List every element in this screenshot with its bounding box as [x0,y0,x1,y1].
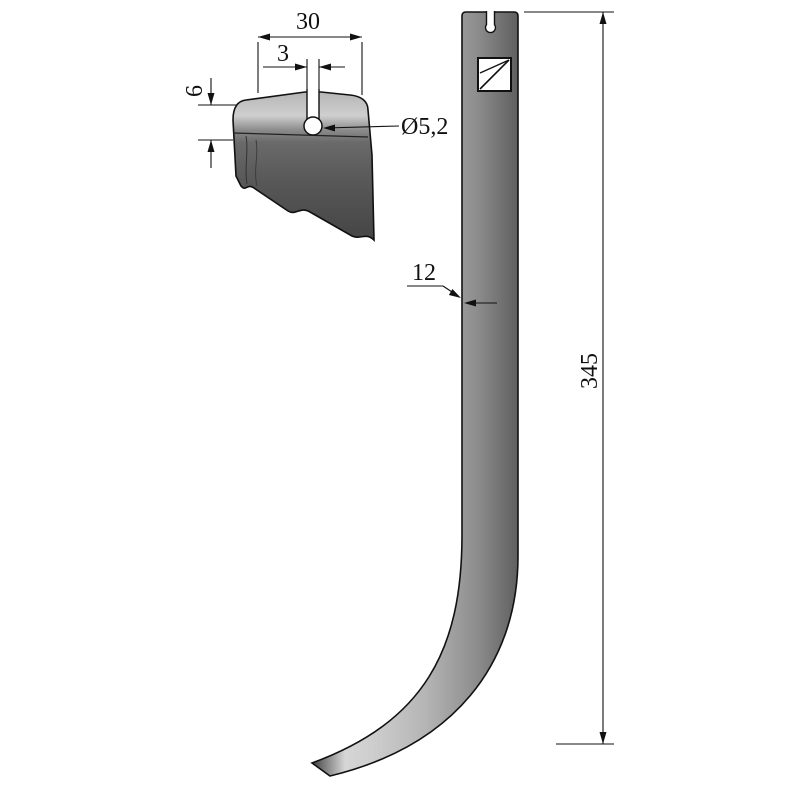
dimension-lip-thickness: 6 [182,78,236,168]
dim-hole-text: Ø5,2 [401,114,448,140]
arrowhead [350,33,362,41]
dimension-blade-thickness: 12 [407,260,497,307]
arrowhead [448,289,461,298]
main-view-blade [310,11,519,777]
dim-6-text: 6 [182,85,208,97]
section-break-line [255,139,258,187]
arrowhead [323,124,335,132]
arrowhead [599,732,607,744]
arrowhead [207,93,215,105]
section-outline [232,91,375,242]
bolt-hole [303,116,323,136]
logo-inner-line [479,59,510,74]
dimension-slot-width: 3 [263,41,345,89]
dim-12-text: 12 [412,260,436,286]
arrowhead [464,299,476,307]
blade-outline [310,11,519,777]
section-facet-line [245,135,248,185]
leader-line [324,125,400,129]
arrowhead [258,33,270,41]
arrowhead [295,63,307,71]
section-slot-fill [307,88,319,120]
section-face-edge [232,132,369,138]
logo-diagonal-line [479,59,510,90]
dim-345-text: 345 [577,353,603,389]
manufacturer-logo-mark [477,57,512,92]
arrowhead [319,63,331,71]
mounting-slot [484,11,497,34]
dim-3-text: 3 [277,41,289,67]
dimension-top-width: 30 [257,9,363,95]
dim-30-text: 30 [296,9,320,35]
detail-view-section [232,88,375,242]
dimension-overall-length: 345 [524,11,614,745]
arrowhead [207,140,215,152]
arrowhead [599,12,607,24]
dimension-hole-diameter: Ø5,2 [323,114,448,140]
